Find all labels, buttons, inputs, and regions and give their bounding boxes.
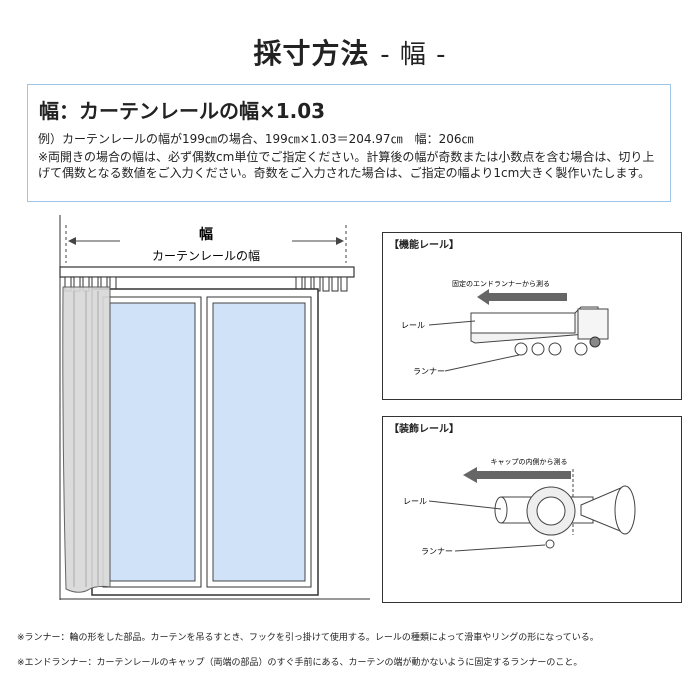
functional-rail-title: 【機能レール】	[389, 240, 459, 251]
page-title: 採寸方法 - 幅 -	[0, 32, 700, 72]
functional-measure-arrow	[487, 293, 567, 301]
decorative-rod-end	[494, 496, 508, 524]
footnote-end-runner: ※エンドランナー：カーテンレールのキャップ（両端の部品）のすぐ手前にある、カーテ…	[17, 658, 583, 668]
functional-runner-leader	[444, 354, 520, 372]
curtain-rail	[59, 266, 355, 278]
decorative-runner-label: ランナー	[421, 547, 453, 556]
width-arrowhead-left	[68, 237, 76, 245]
rail-width-label: カーテンレールの幅	[152, 248, 260, 263]
functional-end-runner	[589, 336, 601, 348]
decorative-ring-inner	[536, 496, 566, 526]
functional-runner-1	[514, 342, 528, 356]
width-label: 幅	[199, 226, 213, 243]
decorative-rail-label: レール	[403, 497, 427, 506]
functional-runner-4	[574, 342, 588, 356]
functional-end-cap	[577, 308, 609, 340]
decorative-hook-eye	[545, 539, 555, 549]
decorative-rail-title: 【装飾レール】	[389, 424, 459, 435]
decorative-finial-end	[614, 485, 636, 535]
decorative-measure-arrow	[475, 471, 571, 479]
functional-runner-2	[531, 342, 545, 356]
functional-rail-panel: 【機能レール】 固定のエンドランナーから測る レール ランナー	[382, 232, 682, 400]
decorative-arrow-label: キャップの内側から測る	[491, 457, 568, 466]
decorative-rail-leader	[428, 500, 502, 510]
functional-arrowhead	[477, 289, 489, 305]
functional-arrow-label: 固定のエンドランナーから測る	[452, 279, 550, 288]
window-glass-right	[212, 302, 306, 582]
functional-rail-label: レール	[401, 321, 425, 330]
functional-rail-leader	[428, 320, 476, 326]
functional-rail-illustration: 固定のエンドランナーから測る レール ランナー	[401, 279, 609, 376]
functional-runner-label: ランナー	[413, 367, 445, 376]
formula-box: 幅：カーテンレールの幅×1.03 例）カーテンレールの幅が199㎝の場合、199…	[27, 84, 671, 202]
right-runners	[295, 276, 348, 292]
formula-note: ※両開きの場合の幅は、必ず偶数cm単位でご指定ください。計算後の幅が奇数または小…	[38, 150, 655, 180]
decorative-arrowhead	[463, 467, 477, 483]
decorative-rail-illustration: キャップの内側から測る レール ランナー	[403, 457, 636, 556]
page-title-main: 採寸方法	[253, 37, 370, 70]
formula-example: 例）カーテンレールの幅が199㎝の場合、199㎝×1.03＝204.97㎝ 幅：…	[38, 132, 474, 146]
functional-runner-3	[548, 342, 562, 356]
decorative-rail-panel: 【装飾レール】 キャップの内側から測る レール ランナー	[382, 416, 682, 603]
decorative-runner-leader	[454, 544, 546, 552]
functional-rail-face	[470, 312, 576, 334]
window-glass-left	[109, 302, 196, 582]
footnote-runner: ※ランナー：輪の形をした部品。カーテンを吊るすとき、フックを引っ掛けて使用する。…	[17, 633, 599, 643]
width-arrowhead-right	[336, 237, 344, 245]
formula-heading: 幅：カーテンレールの幅×1.03	[39, 99, 326, 123]
page-subtitle: - 幅 -	[380, 40, 447, 70]
curtain-diagram: 幅 カーテンレールの幅	[59, 215, 370, 600]
